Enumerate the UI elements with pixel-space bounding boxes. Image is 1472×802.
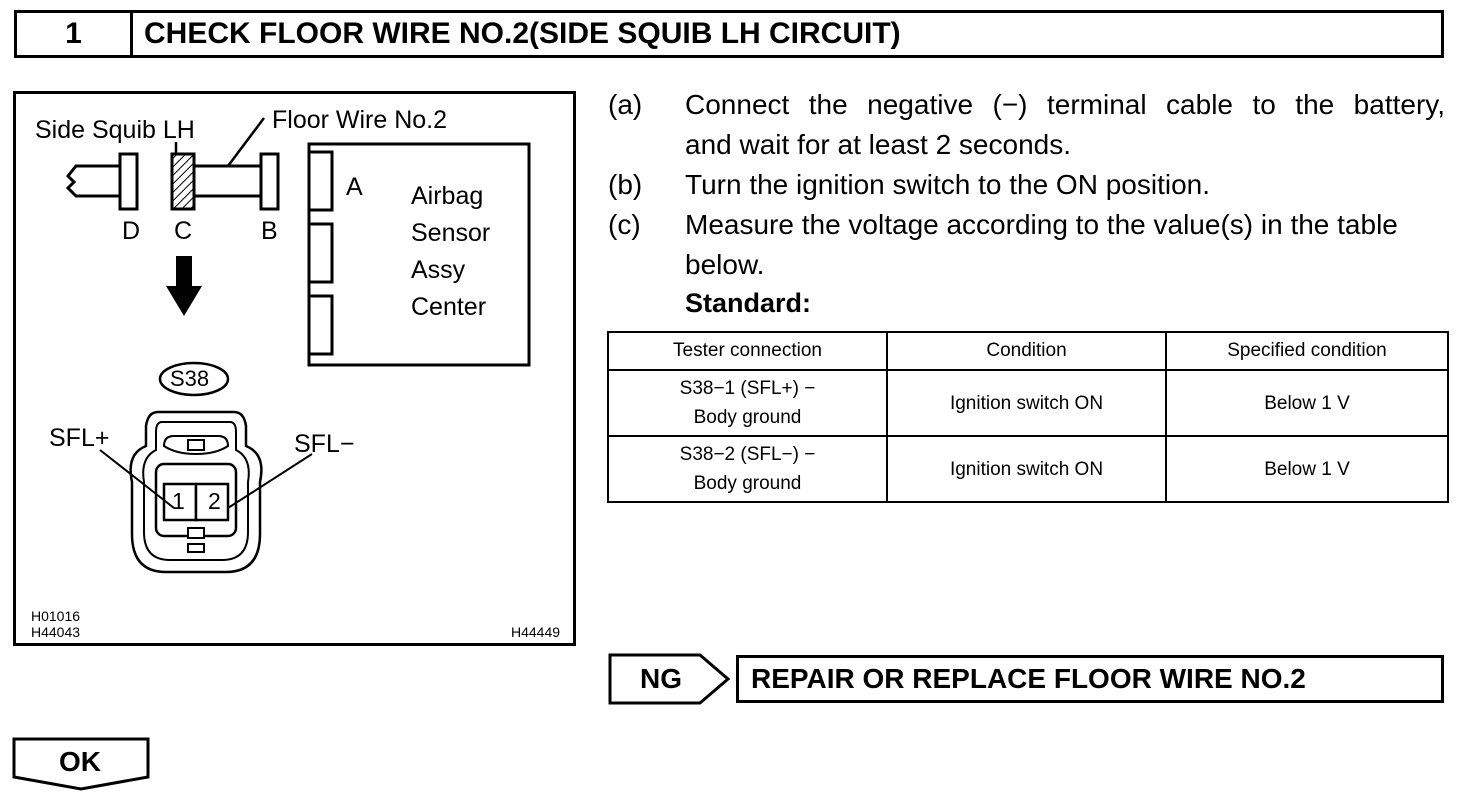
step-title: CHECK FLOOR WIRE NO.2(SIDE SQUIB LH CIRC… xyxy=(144,17,901,50)
specified-cell: Below 1 V xyxy=(1165,435,1449,503)
airbag-label-line-4: Center xyxy=(411,293,487,321)
pin-cavity-2 xyxy=(194,482,230,522)
airbag-sensor-box xyxy=(307,142,531,367)
ng-label[interactable]: NG xyxy=(640,663,682,694)
wiring-illustration xyxy=(65,117,531,574)
airbag-label-line-1: Airbag xyxy=(411,182,484,210)
tester-line-2: Body ground xyxy=(693,473,802,494)
airbag-label-line-2: Sensor xyxy=(411,219,491,247)
leader-sfl-plus xyxy=(99,449,175,509)
table-row: S38−1 (SFL+) − Body ground Ignition swit… xyxy=(607,369,1449,437)
label-side-squib-lh: Side Squib LH xyxy=(35,116,195,144)
condition-cell: Ignition switch ON xyxy=(886,435,1167,503)
label-sfl-minus: SFL− xyxy=(294,430,355,458)
table-row: S38−2 (SFL−) − Body ground Ignition swit… xyxy=(607,435,1449,503)
specified-cell: Below 1 V xyxy=(1165,369,1449,437)
header-condition: Condition xyxy=(886,331,1167,371)
step-b-line-1: Turn the ignition switch to the ON posit… xyxy=(685,169,1210,200)
step-c-line-2: below. xyxy=(685,249,765,280)
sensor-connector-2 xyxy=(307,222,334,284)
label-connector-b: B xyxy=(261,217,278,245)
pin-1-label: 1 xyxy=(172,488,185,514)
sensor-connector-a xyxy=(307,150,334,212)
label-sfl-plus: SFL+ xyxy=(49,424,110,452)
step-c-line-1: Measure the voltage according to the val… xyxy=(685,209,1398,240)
label-floor-wire: Floor Wire No.2 xyxy=(272,106,448,134)
step-c-letter: (c) xyxy=(608,209,641,240)
figure-code-3: H44449 xyxy=(511,624,561,640)
airbag-label-line-3: Assy xyxy=(411,256,466,284)
connector-diagram: Side Squib LH Floor Wire No.2 D C B A Ai… xyxy=(13,91,576,646)
step-b-letter: (b) xyxy=(608,169,643,200)
ng-action-box: REPAIR OR REPLACE FLOOR WIRE NO.2 xyxy=(736,655,1444,703)
label-connector-d: D xyxy=(122,217,141,245)
connector-id-oval xyxy=(158,361,230,397)
tester-connection-cell: S38−1 (SFL+) − Body ground xyxy=(607,369,888,437)
ok-arrow-shape xyxy=(12,737,150,791)
tester-line-1: S38−2 (SFL−) − xyxy=(679,444,816,465)
ok-label[interactable]: OK xyxy=(59,746,101,777)
sensor-connector-3 xyxy=(307,294,334,356)
figure-code-2: H44043 xyxy=(31,624,81,640)
table-header-row: Tester connection Condition Specified co… xyxy=(607,331,1449,371)
connector-d xyxy=(118,152,139,211)
arrow-down-icon xyxy=(166,256,202,316)
standard-label: Standard: xyxy=(685,288,812,318)
leader-sfl-minus xyxy=(227,453,313,509)
ng-arrow-shape xyxy=(608,653,731,705)
label-connector-c: C xyxy=(174,217,193,245)
tester-line-1: S38−1 (SFL+) − xyxy=(679,378,816,399)
connector-c xyxy=(170,152,196,211)
leader-floor-wire xyxy=(227,117,265,167)
connector-id-label: S38 xyxy=(170,366,210,391)
pin-2-label: 2 xyxy=(208,488,221,514)
step-a-line-1: Connect the negative (−) terminal cable … xyxy=(685,89,1445,120)
header-specified-condition: Specified condition xyxy=(1165,331,1449,371)
connector-b xyxy=(259,152,280,211)
label-connector-a: A xyxy=(346,173,363,201)
condition-cell: Ignition switch ON xyxy=(886,369,1167,437)
pin-cavity-1 xyxy=(162,482,198,522)
figure-code-1: H01016 xyxy=(31,608,81,624)
specification-table: Tester connection Condition Specified co… xyxy=(607,331,1449,503)
step-number: 1 xyxy=(17,13,133,55)
tester-connection-cell: S38−2 (SFL−) − Body ground xyxy=(607,435,888,503)
squib-plug xyxy=(65,164,106,198)
step-a-line-2: and wait for at least 2 seconds. xyxy=(685,129,1071,160)
header-tester-connection: Tester connection xyxy=(607,331,888,371)
step-header: 1 CHECK FLOOR WIRE NO.2(SIDE SQUIB LH CI… xyxy=(14,10,1444,58)
step-a-letter: (a) xyxy=(608,89,643,120)
tester-line-2: Body ground xyxy=(693,407,802,428)
